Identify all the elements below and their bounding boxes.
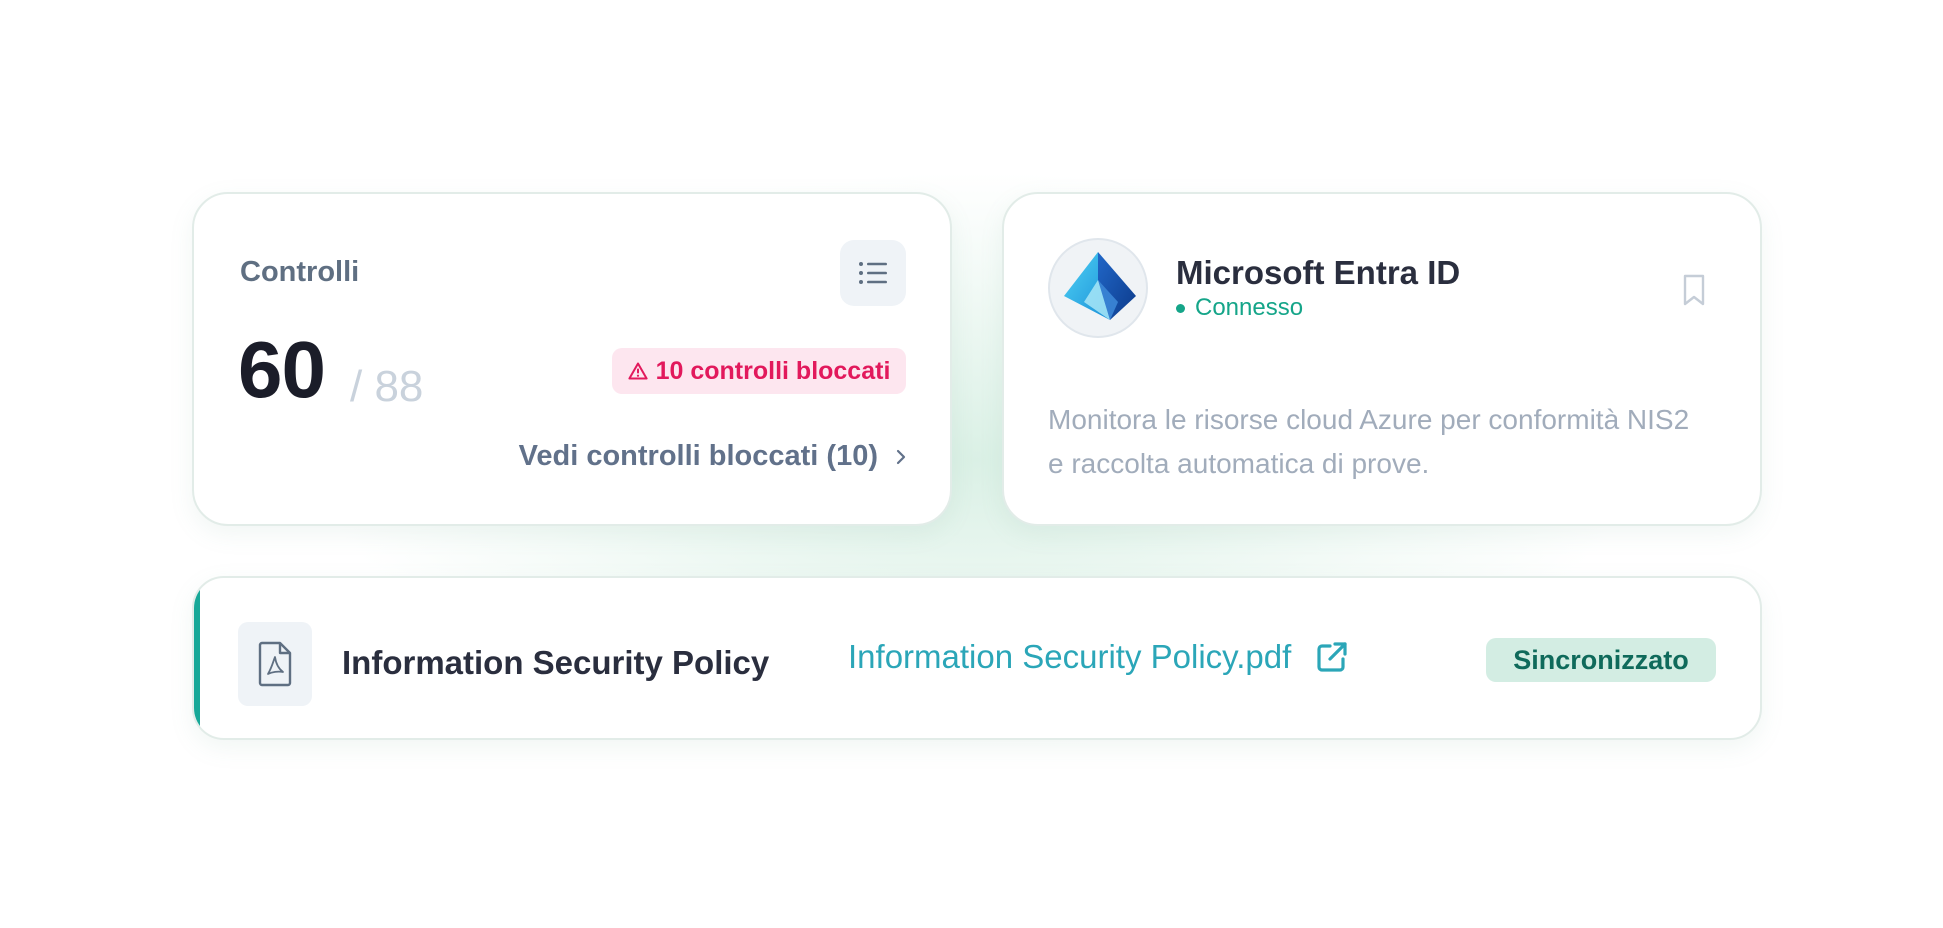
sync-status-badge: Sincronizzato [1486, 638, 1716, 682]
pdf-file-icon [238, 622, 312, 706]
microsoft-entra-logo [1048, 238, 1148, 338]
chevron-right-icon [896, 449, 906, 464]
status-dot-icon [1176, 303, 1185, 313]
integration-name: Microsoft Entra ID [1176, 254, 1461, 291]
controls-card: Controlli 60 / 88 10 controll [192, 192, 952, 526]
status-label: Connesso [1195, 294, 1304, 321]
blocked-controls-badge[interactable]: 10 controlli bloccati [612, 348, 906, 394]
row-accent-bar [194, 578, 200, 738]
warning-triangle-icon [628, 362, 648, 380]
blocked-badge-label: 10 controlli bloccati [655, 356, 891, 385]
list-view-button[interactable] [840, 240, 906, 306]
integration-card: Microsoft Entra ID Connesso Monitora le … [1002, 192, 1762, 526]
controls-title: Controlli [240, 256, 360, 288]
external-link-icon [1317, 642, 1347, 672]
bookmark-button[interactable] [1676, 270, 1712, 310]
list-icon [859, 262, 887, 284]
integration-status: Connesso [1176, 294, 1303, 322]
policy-document-row[interactable]: Information Security Policy Information … [192, 576, 1762, 740]
completed-controls-count: 60 [238, 325, 326, 414]
see-blocked-controls-link[interactable]: Vedi controlli bloccati (10) [519, 440, 906, 473]
policy-title: Information Security Policy [342, 644, 770, 681]
integration-description: Monitora le risorse cloud Azure per conf… [1048, 404, 1690, 479]
policy-file-name: Information Security Policy.pdf [848, 638, 1292, 675]
see-blocked-label: Vedi controlli bloccati (10) [518, 440, 878, 472]
policy-file-link[interactable]: Information Security Policy.pdf [848, 638, 1349, 676]
bookmark-icon [1683, 274, 1705, 306]
sync-status-label: Sincronizzato [1513, 644, 1689, 675]
total-controls-count: / 88 [350, 362, 424, 411]
